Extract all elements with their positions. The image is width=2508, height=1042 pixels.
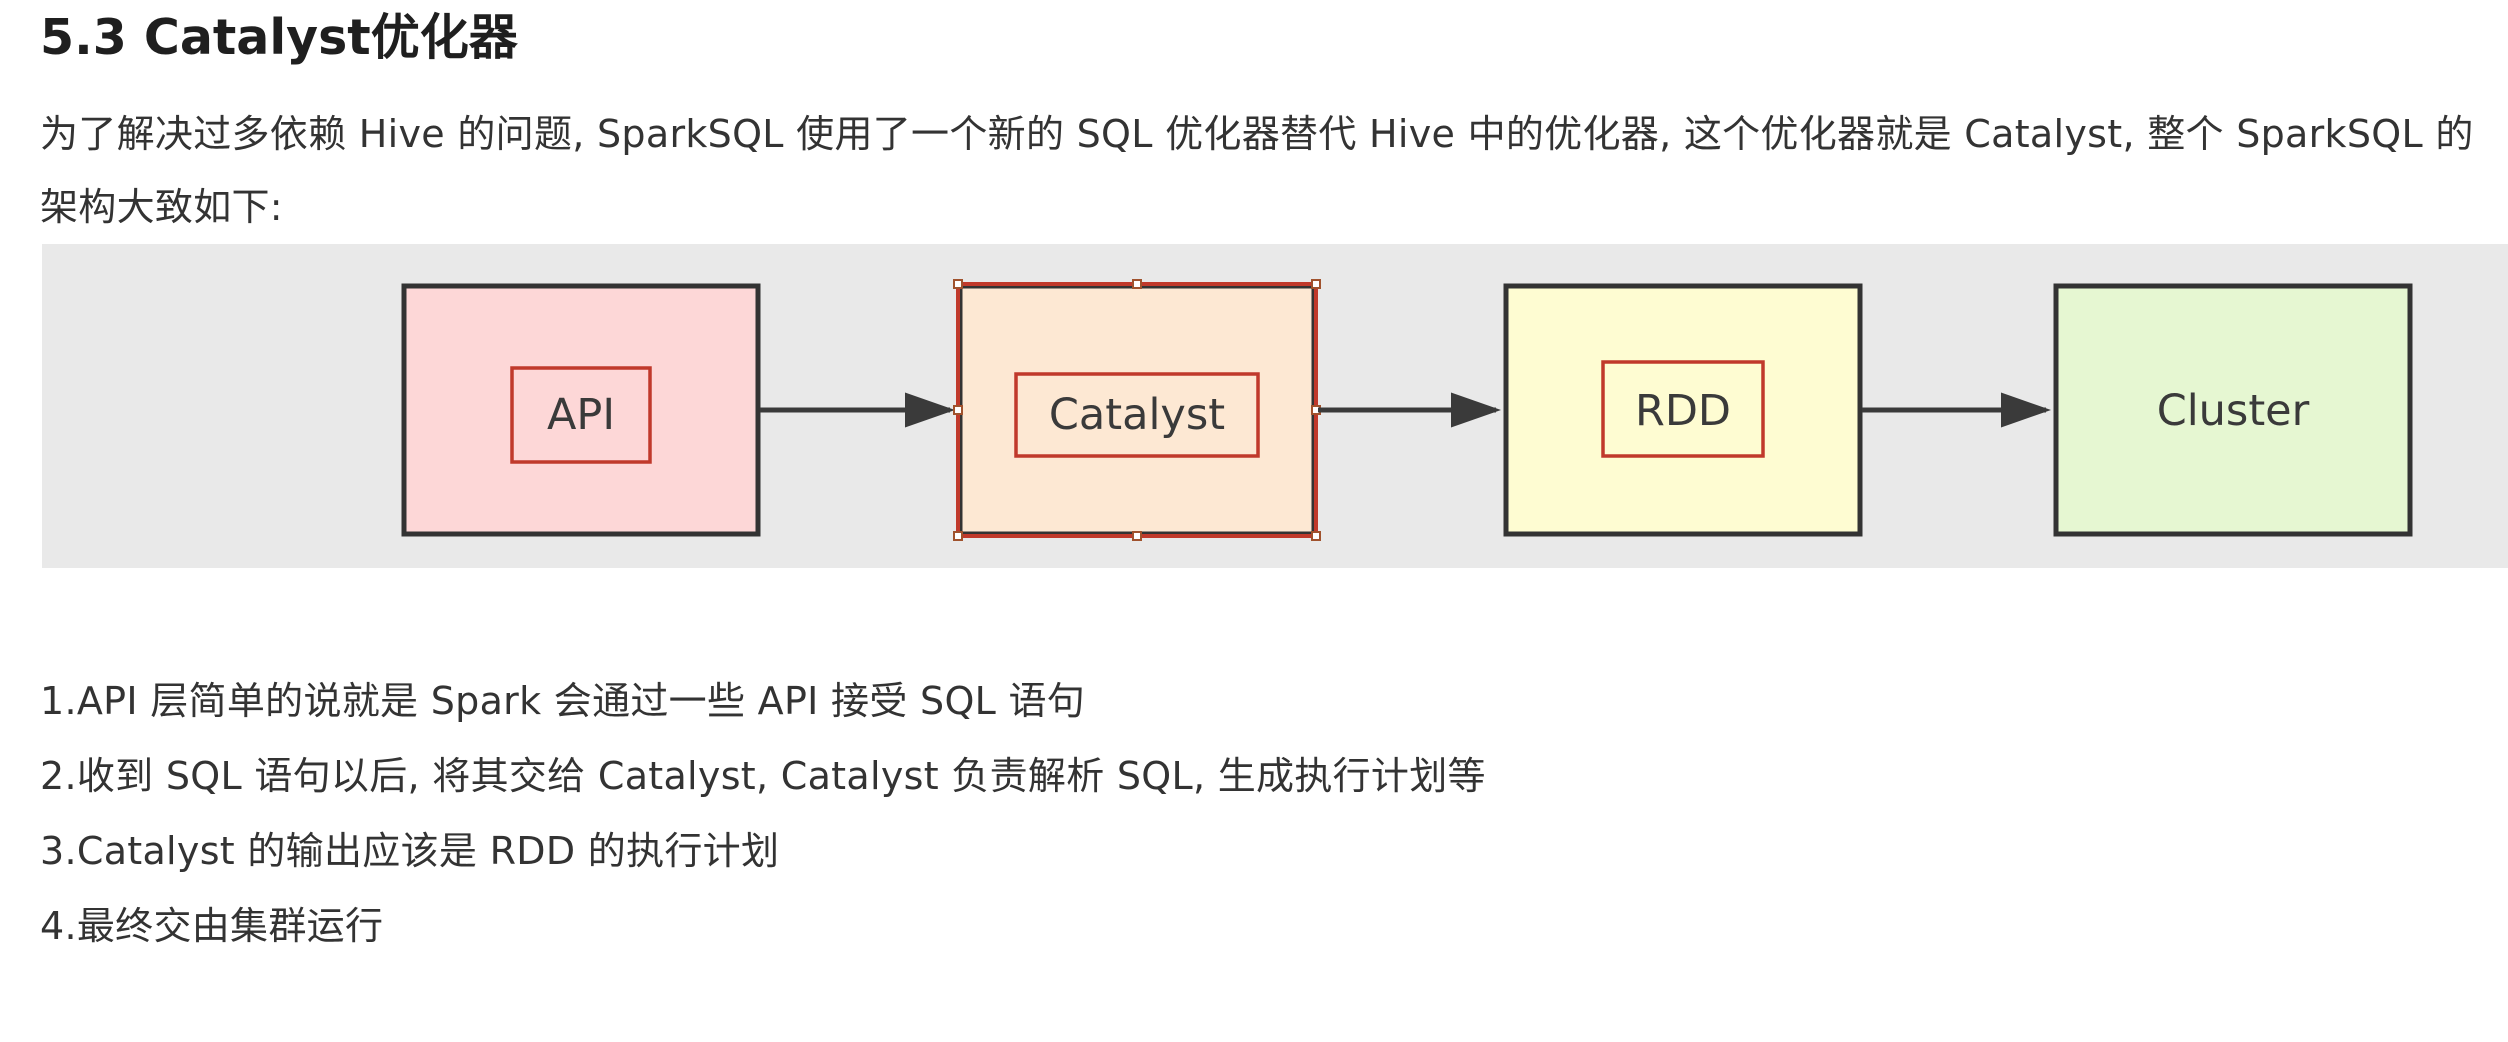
node-cluster-box	[2053, 283, 2413, 537]
node-api-highlight	[510, 366, 652, 464]
node-api-label: API	[547, 390, 615, 440]
node-cluster: Cluster	[2053, 283, 2413, 537]
node-catalyst-label: Catalyst	[1049, 390, 1225, 440]
intro-paragraph: 为了解决过多依赖 Hive 的问题, SparkSQL 使用了一个新的 SQL …	[40, 112, 2474, 229]
node-rdd-box	[1503, 283, 1863, 537]
node-rdd: RDD	[1503, 283, 1863, 537]
node-catalyst: Catalyst	[953, 279, 1321, 541]
node-rdd-highlight	[1601, 360, 1765, 458]
architecture-diagram: API Catalyst	[42, 244, 2508, 568]
node-rdd-label: RDD	[1635, 386, 1731, 436]
node-catalyst-highlight	[1014, 372, 1260, 458]
section-heading: 5.3 Catalyst优化器	[40, 9, 518, 66]
step-item: 4.最终交由集群运行	[40, 904, 384, 948]
step-item: 2.收到 SQL 语句以后, 将其交给 Catalyst, Catalyst 负…	[40, 754, 1486, 798]
node-cluster-label: Cluster	[2157, 386, 2310, 436]
node-api: API	[401, 283, 761, 537]
node-api-box	[401, 283, 761, 537]
step-item: 3.Catalyst 的输出应该是 RDD 的执行计划	[40, 829, 780, 873]
diagram-canvas: API Catalyst	[401, 279, 2413, 541]
steps-list: 1.API 层简单的说就是 Spark 会通过一些 API 接受 SQL 语句 …	[40, 664, 1486, 964]
selection-handles[interactable]	[953, 279, 1321, 541]
step-item: 1.API 层简单的说就是 Spark 会通过一些 API 接受 SQL 语句	[40, 679, 1086, 723]
